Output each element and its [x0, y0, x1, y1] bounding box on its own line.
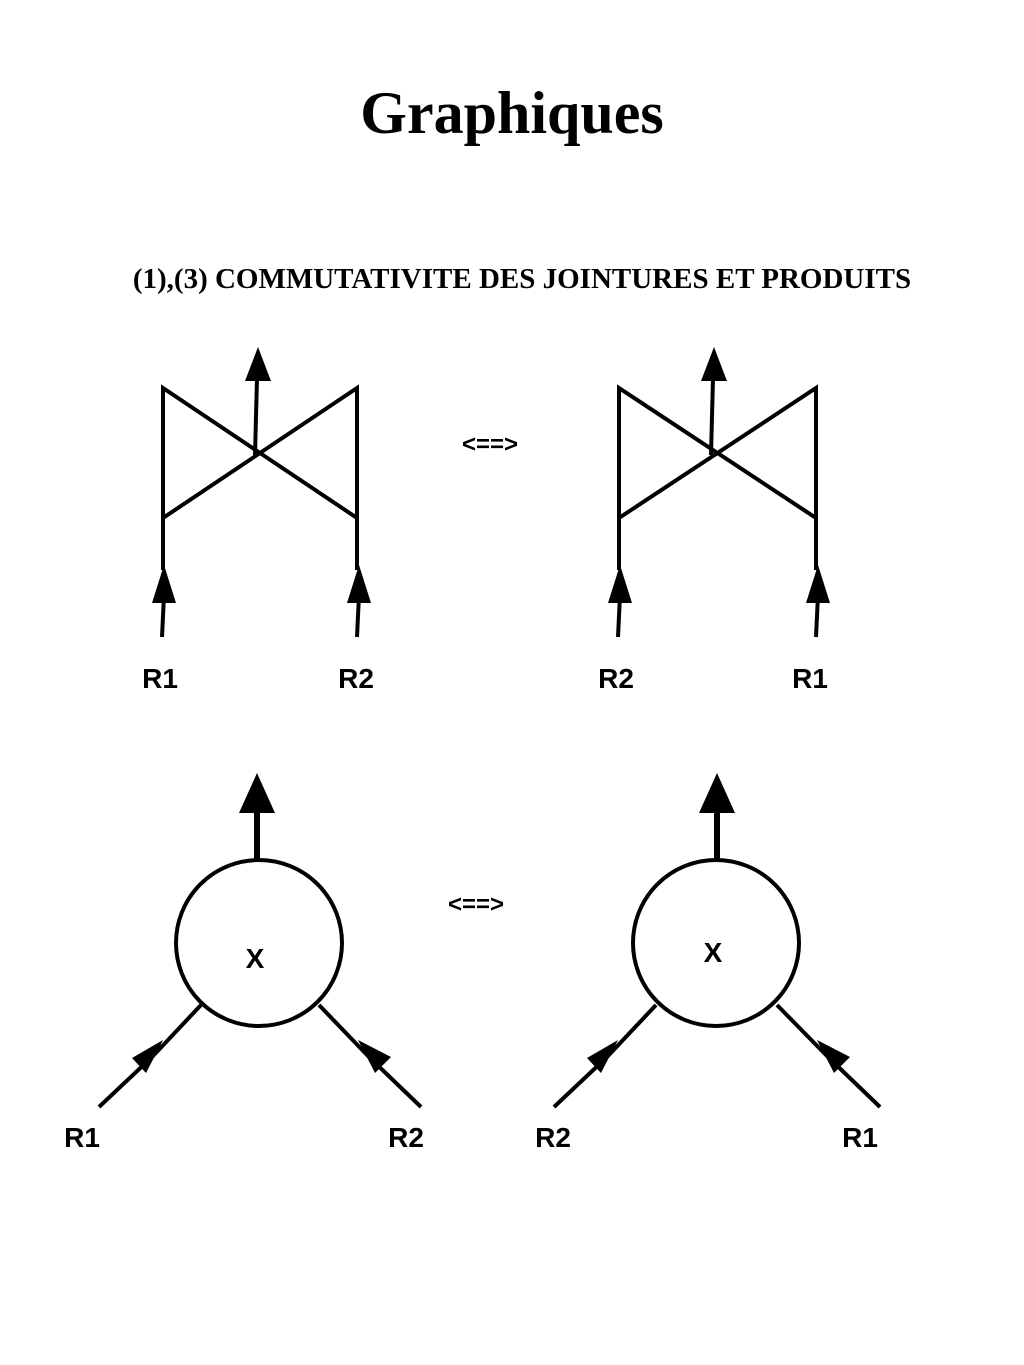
product-right-input-line-left-b: [605, 1003, 658, 1059]
join-bowtie-left-half: [161, 384, 359, 522]
join-bowtie-right: [617, 384, 818, 522]
join-input-arrowhead-right: [347, 565, 371, 603]
product-output-arrowhead-right: [699, 773, 735, 813]
product-input-arrowhead-left-a: [132, 1040, 163, 1073]
join-right-input-arrowhead-left: [608, 565, 632, 603]
join-diagram-right: [608, 347, 830, 638]
product-diagram-right: [552, 773, 882, 1109]
join-output-arrowhead: [245, 347, 271, 381]
join-left-input-label-2: R2: [338, 663, 374, 694]
join-output-line: [253, 377, 259, 456]
join-input-arrowhead-left: [152, 565, 176, 603]
section-subtitle: (1),(3) COMMUTATIVITE DES JOINTURES ET P…: [132, 263, 912, 295]
page-title: Graphiques: [360, 80, 664, 146]
join-right-input-label-2: R1: [792, 663, 828, 694]
product-equivalence-symbol: <==>: [448, 891, 504, 918]
product-input-line-left-b: [150, 1003, 203, 1059]
join-right-input-label-1: R2: [598, 663, 634, 694]
product-left-operator-label: X: [246, 943, 265, 974]
product-right-input-arrowhead-right: [817, 1040, 850, 1073]
join-equivalence-symbol: <==>: [462, 431, 518, 458]
join-right-input-arrowhead-right: [806, 565, 830, 603]
product-input-line-right-b: [317, 1003, 371, 1059]
product-right-input-arrowhead-left: [587, 1040, 618, 1073]
join-diagram-left: [152, 347, 371, 638]
product-right-input-label-1: R2: [535, 1122, 571, 1153]
product-left-input-label-2: R2: [388, 1122, 424, 1153]
product-input-arrowhead-left-b: [358, 1040, 391, 1073]
join-right-output-line: [709, 377, 715, 456]
product-left-input-label-1: R1: [64, 1122, 100, 1153]
product-right-operator-label: X: [704, 937, 723, 968]
product-right-input-label-2: R1: [842, 1122, 878, 1153]
join-right-output-arrowhead: [701, 347, 727, 381]
product-right-input-line-right-b: [775, 1003, 830, 1059]
product-diagram-left: [97, 773, 423, 1109]
product-output-arrowhead-left: [239, 773, 275, 813]
join-left-input-label-1: R1: [142, 663, 178, 694]
